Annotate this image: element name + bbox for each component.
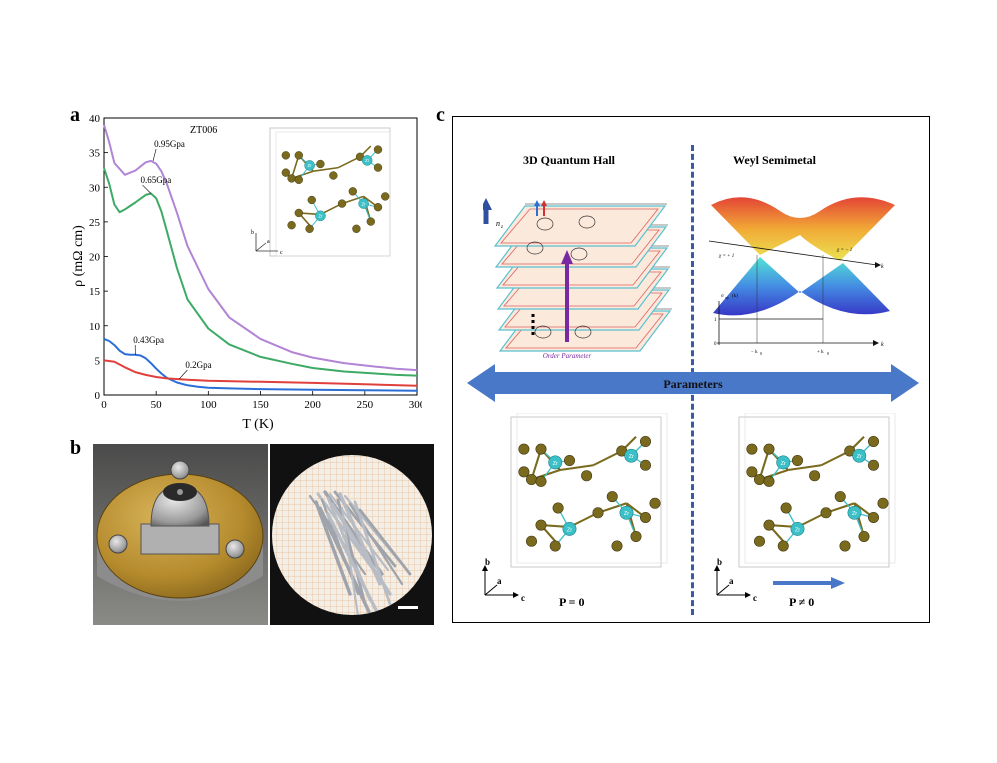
inset-axes: b a c: [251, 230, 283, 256]
pressure-zero-label: P = 0: [559, 595, 585, 609]
svg-text:a: a: [267, 239, 270, 245]
series-line-0.95Gpa: [103, 124, 418, 372]
svg-text:Zr: Zr: [781, 461, 786, 467]
svg-text:0: 0: [714, 342, 717, 347]
svg-text:Zr: Zr: [567, 527, 572, 533]
x-tick-label: 50: [151, 399, 163, 411]
svg-text:χ = − 1: χ = − 1: [836, 248, 852, 253]
weyl-cone-diagram: k χ = + 1 χ = − 1 k σ xy (k) 1 0 − k 0 +…: [708, 197, 895, 356]
y-tick-label: 25: [89, 217, 101, 229]
svg-text:z: z: [500, 225, 503, 230]
y-tick-label: 20: [89, 252, 101, 264]
x-tick-label: 300: [409, 399, 422, 411]
weyl-title: Weyl Semimetal: [733, 153, 816, 167]
svg-text:n: n: [496, 219, 500, 228]
chart-y-axis-label: ρ (mΩ cm): [71, 225, 86, 287]
parameters-double-arrow: Parameters: [467, 364, 919, 402]
crystal-axes-left: b a c: [482, 557, 525, 603]
crystals-microscope-photo: [270, 444, 434, 625]
x-tick-label: 200: [304, 399, 321, 411]
x-tick-label: 250: [357, 399, 374, 411]
svg-text:Zr: Zr: [308, 163, 313, 168]
series-line-0.2Gpa: [103, 359, 418, 387]
y-tick-label: 30: [89, 182, 101, 194]
svg-text:Zr: Zr: [318, 214, 323, 219]
svg-text:Zr: Zr: [553, 461, 558, 467]
x-tick-label: 0: [101, 399, 107, 411]
y-tick-label: 5: [95, 355, 101, 367]
svg-text:b: b: [251, 230, 254, 236]
y-tick-label: 40: [89, 113, 101, 125]
svg-text:k: k: [881, 342, 884, 348]
sample-holder-photo: [93, 444, 268, 625]
series-label: 0.43Gpa: [133, 335, 164, 345]
order-parameter-label: Order Parameter: [543, 352, 592, 360]
series-label: 0.95Gpa: [154, 139, 185, 149]
pressure-nonzero-label: P ≠ 0: [789, 595, 815, 609]
resistivity-chart: 0 50 100 150 200 250 300 0 5 10 15 20 25 30 35 40 0.95G…: [71, 113, 422, 432]
qh-title: 3D Quantum Hall: [523, 153, 616, 167]
panel-label-a: a: [70, 104, 80, 126]
series-line-0.65Gpa: [103, 167, 418, 377]
svg-text:a: a: [729, 576, 734, 586]
series-label: 0.65Gpa: [141, 175, 172, 185]
crystal-axes-right: b a c: [714, 557, 757, 603]
svg-text:Zr: Zr: [362, 201, 367, 206]
series-label-leader: [178, 369, 188, 380]
panel-c-frame: 3D Quantum Hall Weyl Semimetal n z Order…: [452, 116, 930, 623]
svg-text:σ: σ: [721, 294, 724, 299]
x-tick-label: 100: [200, 399, 217, 411]
quantum-hall-stack: n z Order Parameter: [483, 198, 672, 360]
svg-text:c: c: [280, 250, 283, 256]
parameters-label: Parameters: [663, 377, 723, 391]
svg-text:Zr: Zr: [624, 511, 629, 517]
svg-text:c: c: [753, 593, 757, 603]
svg-text:Zr: Zr: [365, 158, 370, 163]
y-tick-label: 35: [89, 148, 101, 160]
scale-bar: [398, 606, 418, 609]
chart-sample-label: ZT006: [190, 125, 217, 136]
svg-text:0: 0: [827, 351, 829, 356]
svg-text:0: 0: [760, 351, 762, 356]
svg-text:c: c: [521, 593, 525, 603]
chart-x-axis-label: T (K): [242, 417, 274, 432]
pressure-arrow: [773, 577, 845, 589]
svg-text:χ = + 1: χ = + 1: [718, 254, 734, 259]
series-line-0.43Gpa: [103, 337, 418, 392]
series-label-leader: [152, 149, 157, 162]
svg-text:b: b: [485, 557, 490, 567]
svg-text:b: b: [717, 557, 722, 567]
svg-text:a: a: [497, 576, 502, 586]
panel-label-c: c: [436, 104, 445, 126]
series-label-leader: [142, 184, 152, 194]
y-tick-label: 0: [95, 390, 101, 402]
svg-text:Zr: Zr: [857, 454, 862, 460]
svg-text:(k): (k): [732, 294, 738, 299]
x-tick-label: 150: [252, 399, 269, 411]
svg-text:Zr: Zr: [852, 511, 857, 517]
svg-text:Zr: Zr: [629, 454, 634, 460]
series-label: 0.2Gpa: [185, 360, 211, 370]
svg-text:k: k: [881, 264, 884, 270]
svg-text:Zr: Zr: [795, 527, 800, 533]
svg-text:xy: xy: [725, 295, 729, 300]
svg-text:1: 1: [714, 318, 717, 323]
y-tick-label: 10: [89, 321, 101, 333]
panel-label-b: b: [70, 437, 82, 459]
y-tick-label: 15: [89, 286, 101, 298]
svg-text:+ k: + k: [817, 350, 824, 355]
svg-text:− k: − k: [751, 350, 758, 355]
